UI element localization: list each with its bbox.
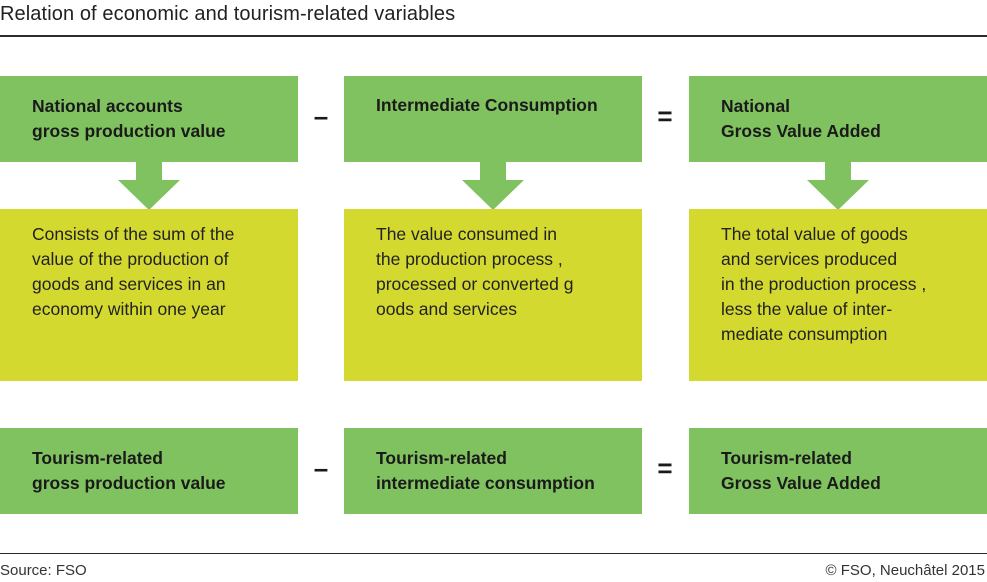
description-line: processed or converted g — [376, 274, 574, 294]
tourism-gross-production-line-1: Tourism-related — [32, 448, 163, 468]
description-line: and services produced — [721, 249, 898, 269]
equals-operator-national: = — [657, 101, 673, 131]
down-arrow-icon — [462, 160, 524, 210]
intermediate-consumption-description-box: The value consumed in the production pro… — [344, 209, 642, 381]
bottom-rule — [0, 553, 987, 554]
description-line: Consists of the sum of the — [32, 224, 235, 244]
description-line: less the value of inter- — [721, 299, 893, 319]
description-line: economy within one year — [32, 299, 226, 319]
description-line: the production process , — [376, 249, 563, 269]
source-note: Source: FSO — [0, 562, 87, 579]
tourism-gross-production-line-2: gross production value — [32, 473, 226, 493]
equals-operator-tourism: = — [657, 453, 673, 483]
minus-operator-tourism: – — [313, 453, 329, 483]
national-intermediate-consumption-box: Intermediate Consumption — [344, 76, 642, 162]
description-line: The value consumed in — [376, 224, 557, 244]
national-gva-line-1: National — [721, 96, 791, 116]
tourism-gva-line-2: Gross Value Added — [721, 473, 881, 493]
tourism-intermediate-line-2: intermediate consumption — [376, 473, 595, 493]
national-gva-line-2: Gross Value Added — [721, 121, 881, 141]
top-rule — [0, 35, 987, 37]
national-gva-box: National Gross Value Added — [689, 76, 987, 162]
description-line: goods and services in an — [32, 274, 226, 294]
tourism-gva-line-1: Tourism-related — [721, 448, 852, 468]
down-arrow-icon — [807, 160, 869, 210]
tourism-gross-production-box: Tourism-related gross production value — [0, 428, 298, 514]
description-line: value of the production of — [32, 249, 229, 269]
national-intermediate-line-1: Intermediate Consumption — [376, 95, 598, 115]
minus-operator-national: – — [313, 101, 329, 131]
national-gross-production-box: National accounts gross production value — [0, 76, 298, 162]
tourism-intermediate-line-1: Tourism-related — [376, 448, 507, 468]
tourism-gva-box: Tourism-related Gross Value Added — [689, 428, 987, 514]
gross-production-description-box: Consists of the sum of the value of the … — [0, 209, 298, 381]
national-gross-production-line-1: National accounts — [32, 96, 183, 116]
figure-title: Relation of economic and tourism-related… — [0, 3, 456, 25]
national-gross-production-line-2: gross production value — [32, 121, 226, 141]
down-arrow-icon — [118, 160, 180, 210]
description-line: in the production process , — [721, 274, 927, 294]
gva-description-box: The total value of goods and services pr… — [689, 209, 987, 381]
description-line: The total value of goods — [721, 224, 908, 244]
description-line: mediate consumption — [721, 324, 888, 344]
copyright-note: © FSO, Neuchâtel 2015 — [825, 562, 985, 579]
tourism-intermediate-consumption-box: Tourism-related intermediate consumption — [344, 428, 642, 514]
description-line: oods and services — [376, 299, 518, 319]
